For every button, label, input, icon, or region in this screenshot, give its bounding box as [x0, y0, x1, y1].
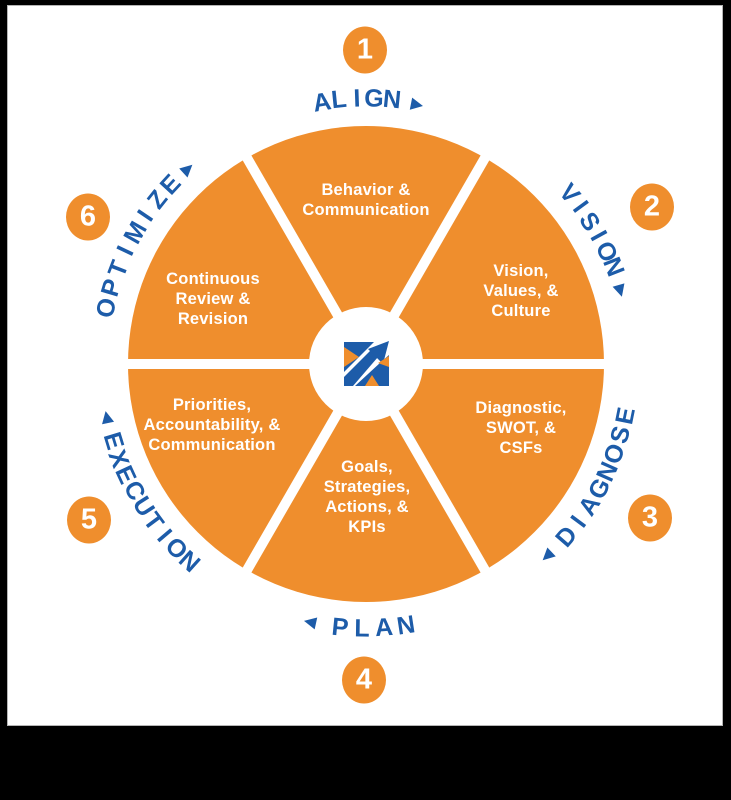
phase-badge-6: 6: [66, 193, 110, 241]
phase-number: 4: [355, 663, 373, 696]
phase-number: 5: [80, 503, 98, 536]
phase-badge-4: 4: [342, 656, 386, 704]
segment-dividers: [121, 149, 611, 579]
arrow-up-right-logo-icon: [344, 341, 389, 386]
segment-text-vision: Vision, Values, & Culture: [483, 262, 559, 320]
phase-number: 3: [641, 501, 659, 534]
phase-badge-5: 5: [67, 496, 111, 544]
phase-number: 1: [356, 33, 374, 66]
phase-badge-1: 1: [343, 26, 387, 74]
segment-text-execution: Priorities, Accountability, & Communicat…: [143, 396, 281, 454]
phase-badge-3: 3: [628, 494, 672, 542]
phase-number: 2: [643, 190, 661, 223]
segment-text-optimize: Continuous Review & Revision: [166, 270, 260, 328]
segment-text-diagnose: Diagnostic, SWOT, & CSFs: [475, 399, 567, 457]
phase-badge-2: 2: [630, 183, 674, 231]
segment-text-align: Behavior & Communication: [302, 181, 430, 219]
phase-number: 6: [79, 200, 97, 233]
segment-text-plan: Goals, Strategies, Actions, & KPIs: [323, 458, 411, 536]
